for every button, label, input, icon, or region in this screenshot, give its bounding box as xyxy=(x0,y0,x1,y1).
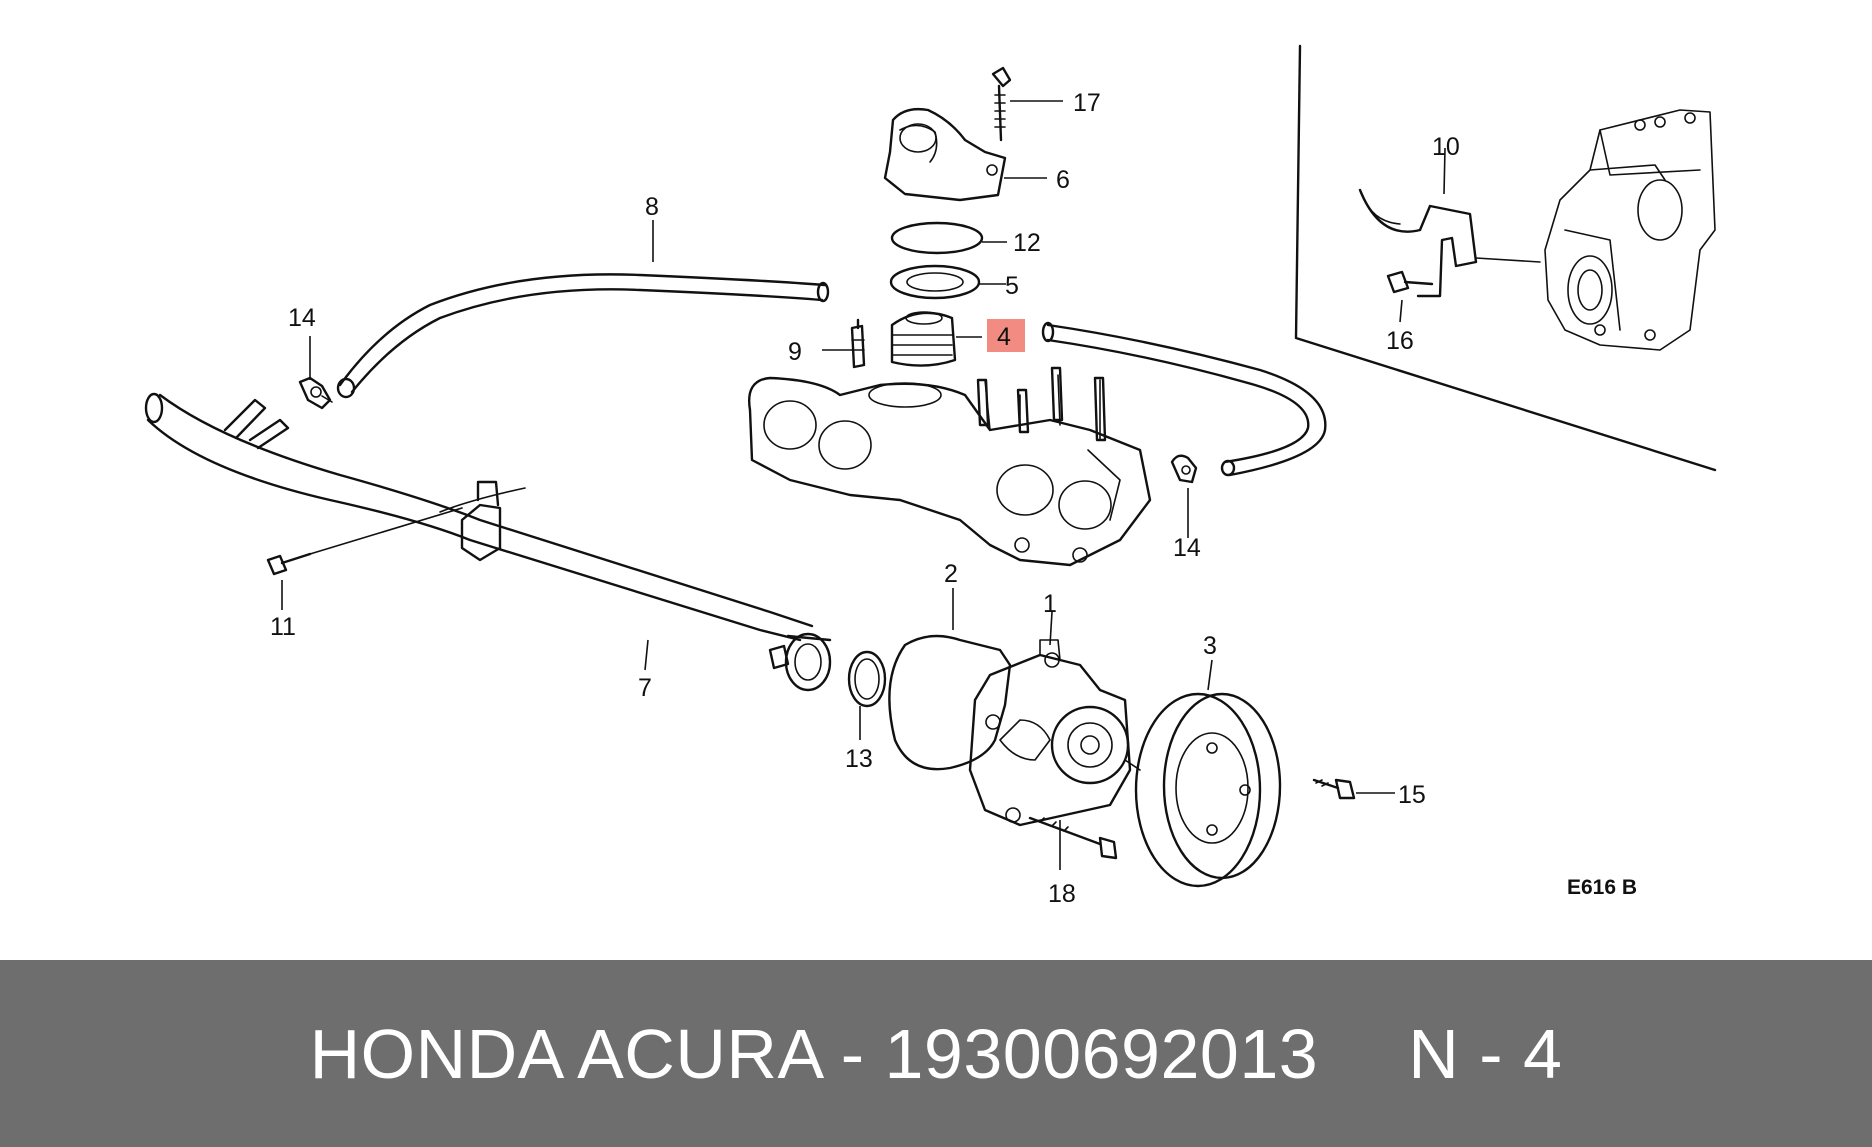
label-part-3: 3 xyxy=(1203,632,1217,660)
label-part-8: 8 xyxy=(645,193,659,221)
drawing-code: E616 B xyxy=(1567,876,1637,899)
label-part-14-left: 14 xyxy=(288,304,316,332)
part-number-caption: HONDA ACURA - 19300692013 xyxy=(309,1014,1319,1093)
label-part-16: 16 xyxy=(1386,327,1414,355)
label-part-9: 9 xyxy=(788,338,802,366)
label-part-12: 12 xyxy=(1013,229,1041,257)
diagram-svg: 17 6 12 5 4 9 8 14 14 11 7 13 2 1 3 15 1… xyxy=(144,44,1717,908)
highlight-box xyxy=(987,319,1025,352)
label-part-14-right: 14 xyxy=(1173,534,1201,562)
caption-bar: HONDA ACURA - 19300692013 N - 4 xyxy=(0,960,1872,1147)
inset-panel xyxy=(1294,44,1717,472)
label-part-4: 4 xyxy=(997,323,1011,351)
label-part-17: 17 xyxy=(1073,89,1101,117)
hose-clamp-left xyxy=(298,376,333,410)
label-part-10: 10 xyxy=(1432,133,1460,161)
gasket-ring-thermostat xyxy=(889,221,984,367)
label-part-11: 11 xyxy=(270,613,296,641)
label-part-1: 1 xyxy=(1043,590,1057,618)
sensor-part xyxy=(850,318,866,369)
bolts-part xyxy=(1028,778,1356,860)
label-part-7: 7 xyxy=(638,674,652,702)
diagram-position-caption: N - 4 xyxy=(1408,1014,1563,1093)
seals-part xyxy=(847,634,1012,771)
water-pump-part xyxy=(968,639,1132,827)
label-part-15: 15 xyxy=(1398,781,1426,809)
pulley-part xyxy=(1124,692,1282,888)
bypass-hose-left xyxy=(336,273,830,399)
parts-diagram: 17 6 12 5 4 9 8 14 14 11 7 13 2 1 3 15 1… xyxy=(144,44,1717,908)
leader-lines xyxy=(281,100,1446,870)
water-pipe xyxy=(144,392,832,692)
water-housing-part xyxy=(748,366,1152,567)
label-part-13: 13 xyxy=(845,745,873,773)
thermostat-cover-part xyxy=(883,66,1012,202)
bypass-hose-right xyxy=(1041,321,1327,484)
label-part-5: 5 xyxy=(1005,272,1019,300)
label-part-2: 2 xyxy=(944,560,958,588)
label-part-18: 18 xyxy=(1048,880,1076,908)
label-part-6: 6 xyxy=(1056,166,1070,194)
